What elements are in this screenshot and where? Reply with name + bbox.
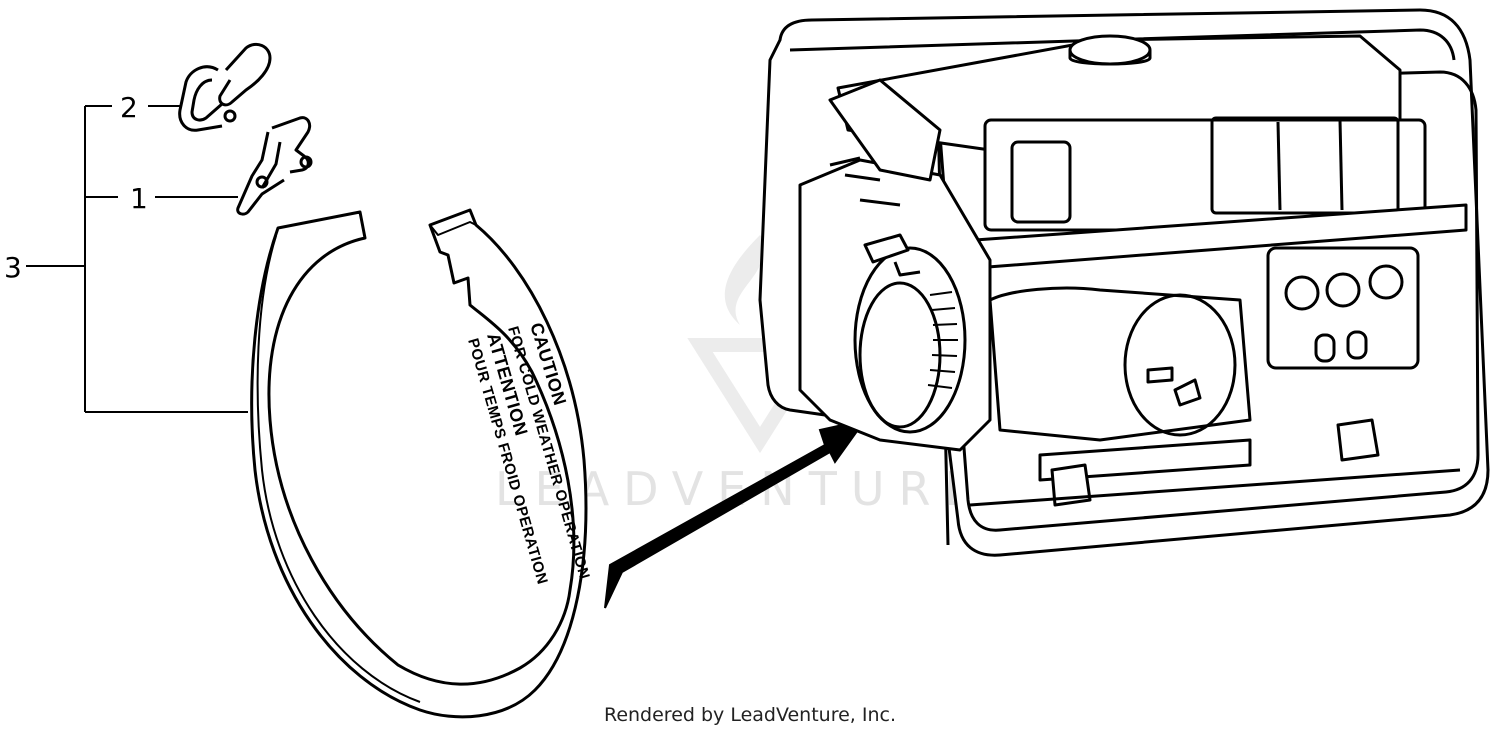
clip-2: [178, 42, 272, 132]
footer-credit: Rendered by LeadVenture, Inc.: [603, 704, 897, 726]
callout-leaders: [26, 105, 248, 413]
callout-1: 1: [130, 182, 148, 215]
band-assembly: [250, 208, 588, 719]
generator-illustration: [758, 8, 1490, 557]
callout-2: 2: [120, 91, 138, 124]
clip-1: [236, 116, 313, 216]
callout-3: 3: [4, 251, 22, 284]
